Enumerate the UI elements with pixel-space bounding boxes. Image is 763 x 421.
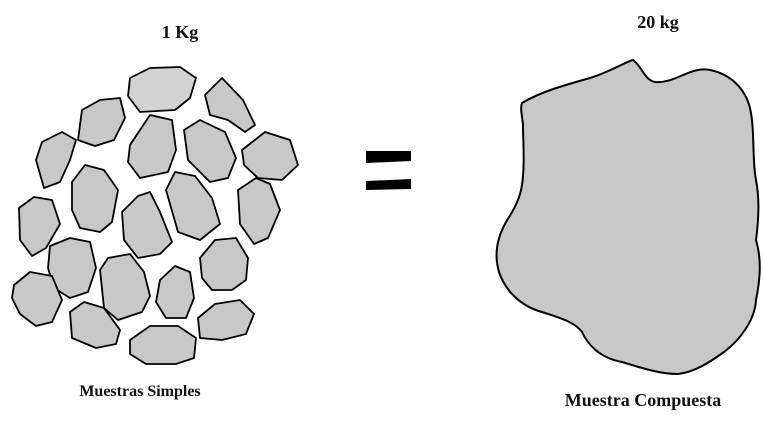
simple-sample-stone bbox=[36, 132, 76, 188]
simple-sample-stone bbox=[12, 272, 62, 326]
composite-sample-caption: Muestra Compuesta bbox=[528, 390, 758, 411]
simple-sample-stone bbox=[78, 98, 125, 146]
simple-sample-stone bbox=[205, 78, 255, 132]
composite-sample-shape bbox=[497, 60, 760, 374]
simple-sample-stone bbox=[72, 165, 118, 232]
simple-sample-stone bbox=[238, 178, 280, 244]
simple-sample-stone bbox=[122, 192, 172, 258]
simple-sample-stone bbox=[100, 254, 150, 320]
simple-samples-cluster bbox=[12, 67, 298, 364]
simple-sample-stone bbox=[128, 67, 196, 112]
simple-sample-stone bbox=[242, 132, 298, 180]
simple-sample-stone bbox=[184, 120, 236, 182]
simple-sample-stone bbox=[156, 266, 194, 318]
equals-sign bbox=[366, 151, 411, 190]
simple-samples-weight-label: 1 Kg bbox=[150, 22, 210, 43]
simple-samples-caption: Muestras Simples bbox=[40, 383, 240, 401]
simple-sample-stone bbox=[130, 326, 196, 364]
simple-sample-stone bbox=[198, 300, 254, 340]
simple-sample-stone bbox=[200, 238, 248, 290]
composite-sample-weight-label: 20 kg bbox=[628, 12, 688, 33]
simple-sample-stone bbox=[128, 115, 176, 178]
